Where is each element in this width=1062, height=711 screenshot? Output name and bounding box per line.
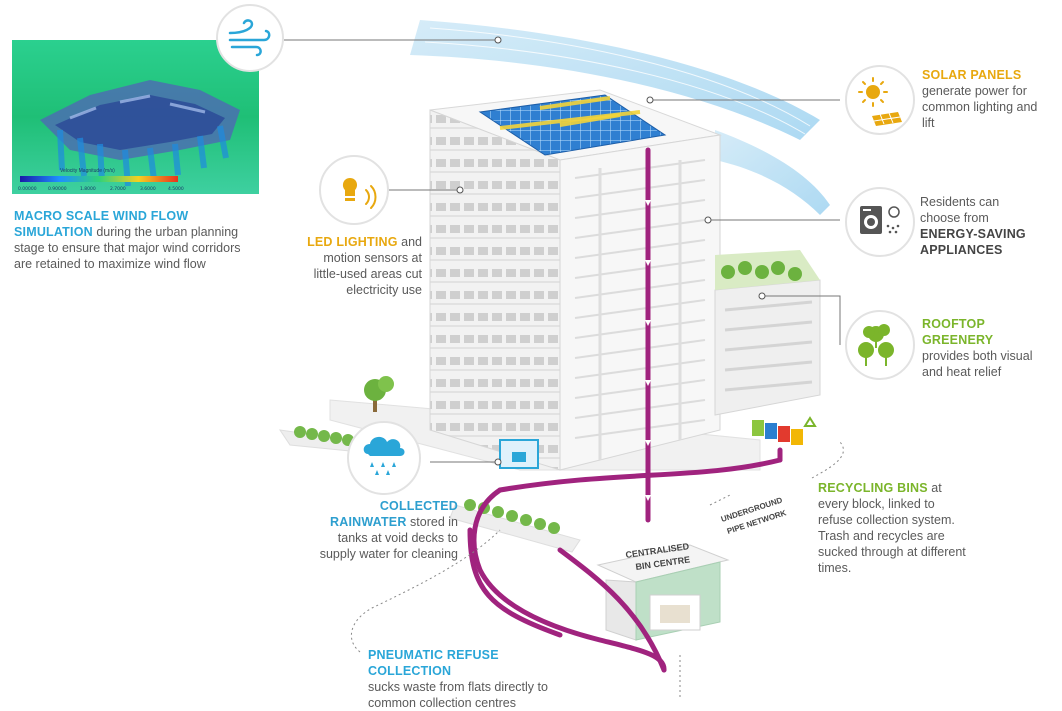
pipe-flow-arrows bbox=[645, 200, 651, 501]
wind-flow-title: MACRO SCALE WIND FLOW SIMULATION bbox=[14, 209, 189, 239]
leader-lines bbox=[284, 39, 841, 463]
legend-tick: 0.00000 bbox=[18, 186, 37, 192]
solar-panel-array bbox=[478, 94, 667, 156]
trees-icon bbox=[845, 310, 915, 380]
pneumatic-pipe-network bbox=[467, 147, 783, 673]
shrubs bbox=[294, 426, 560, 534]
led-lighting-label: LED LIGHTING and motion sensors at littl… bbox=[304, 234, 422, 298]
rooftop-greenery-title: ROOFTOP GREENERY bbox=[922, 317, 994, 347]
dotted-leaders bbox=[351, 441, 844, 700]
wind-icon bbox=[216, 4, 284, 72]
tree bbox=[364, 376, 394, 412]
sun-panel-icon bbox=[845, 65, 915, 135]
wind-flow-body: during the urban planning stage to ensur… bbox=[14, 225, 241, 271]
recycling-bins-illustration bbox=[752, 420, 803, 445]
legend-tick: 3.6000 bbox=[140, 186, 156, 192]
side-building bbox=[714, 250, 821, 416]
pneumatic-collection-title: PNEUMATIC REFUSE COLLECTION bbox=[368, 648, 499, 678]
rain-tank-illustration bbox=[499, 439, 539, 469]
rainwater-body: stored in tanks at void decks to supply … bbox=[319, 515, 458, 561]
energy-appliances-title: ENERGY-SAVING APPLIANCES bbox=[920, 227, 1026, 257]
solar-panels-title: SOLAR PANELS bbox=[922, 68, 1022, 82]
energy-appliances-pre: Residents can choose from bbox=[920, 195, 1000, 225]
led-lighting-title: LED LIGHTING bbox=[307, 235, 398, 249]
pneumatic-collection-body: sucks waste from flats directly to commo… bbox=[368, 680, 548, 710]
light-bulb-icon bbox=[319, 155, 389, 225]
legend-tick: 4.5000 bbox=[168, 186, 184, 192]
pneumatic-collection-label: PNEUMATIC REFUSE COLLECTION sucks waste … bbox=[368, 647, 578, 711]
wind-stream bbox=[410, 20, 830, 215]
legend-tick: 0.90000 bbox=[48, 186, 67, 192]
rain-cloud-icon bbox=[347, 421, 421, 495]
wind-simulation-image: Velocity Magnitude (m/s) 0.00000 0.90000… bbox=[12, 40, 259, 194]
recycling-bins-label: RECYCLING BINS at every block, linked to… bbox=[818, 480, 970, 576]
rooftop-greenery-body: provides both visual and heat relief bbox=[922, 349, 1033, 379]
legend-tick: 2.7000 bbox=[110, 186, 126, 192]
solar-panels-body: generate power for common lighting and l… bbox=[922, 84, 1038, 130]
washing-machine-icon bbox=[845, 187, 915, 257]
rainwater-title: COLLECTED RAINWATER bbox=[330, 499, 458, 529]
recycling-bins-body: at every block, linked to refuse collect… bbox=[818, 481, 966, 575]
led-lighting-body: and motion sensors at little-used areas … bbox=[313, 235, 422, 297]
rainwater-label: COLLECTED RAINWATER stored in tanks at v… bbox=[308, 498, 458, 562]
energy-appliances-label: Residents can choose from ENERGY-SAVING … bbox=[920, 194, 1040, 258]
wind-flow-label: MACRO SCALE WIND FLOW SIMULATION during … bbox=[14, 208, 262, 272]
rooftop-greenery-label: ROOFTOP GREENERY provides both visual an… bbox=[922, 316, 1040, 380]
recycle-icon bbox=[803, 416, 817, 427]
main-tower bbox=[429, 89, 722, 471]
solar-panels-label: SOLAR PANELS generate power for common l… bbox=[922, 67, 1040, 131]
legend-caption: Velocity Magnitude (m/s) bbox=[60, 168, 115, 174]
velocity-legend-bar bbox=[20, 176, 178, 182]
bin-centre-building: CENTRALISED BIN CENTRE bbox=[596, 541, 730, 641]
recycling-bins-title: RECYCLING BINS bbox=[818, 481, 928, 495]
legend-tick: 1.8000 bbox=[80, 186, 96, 192]
